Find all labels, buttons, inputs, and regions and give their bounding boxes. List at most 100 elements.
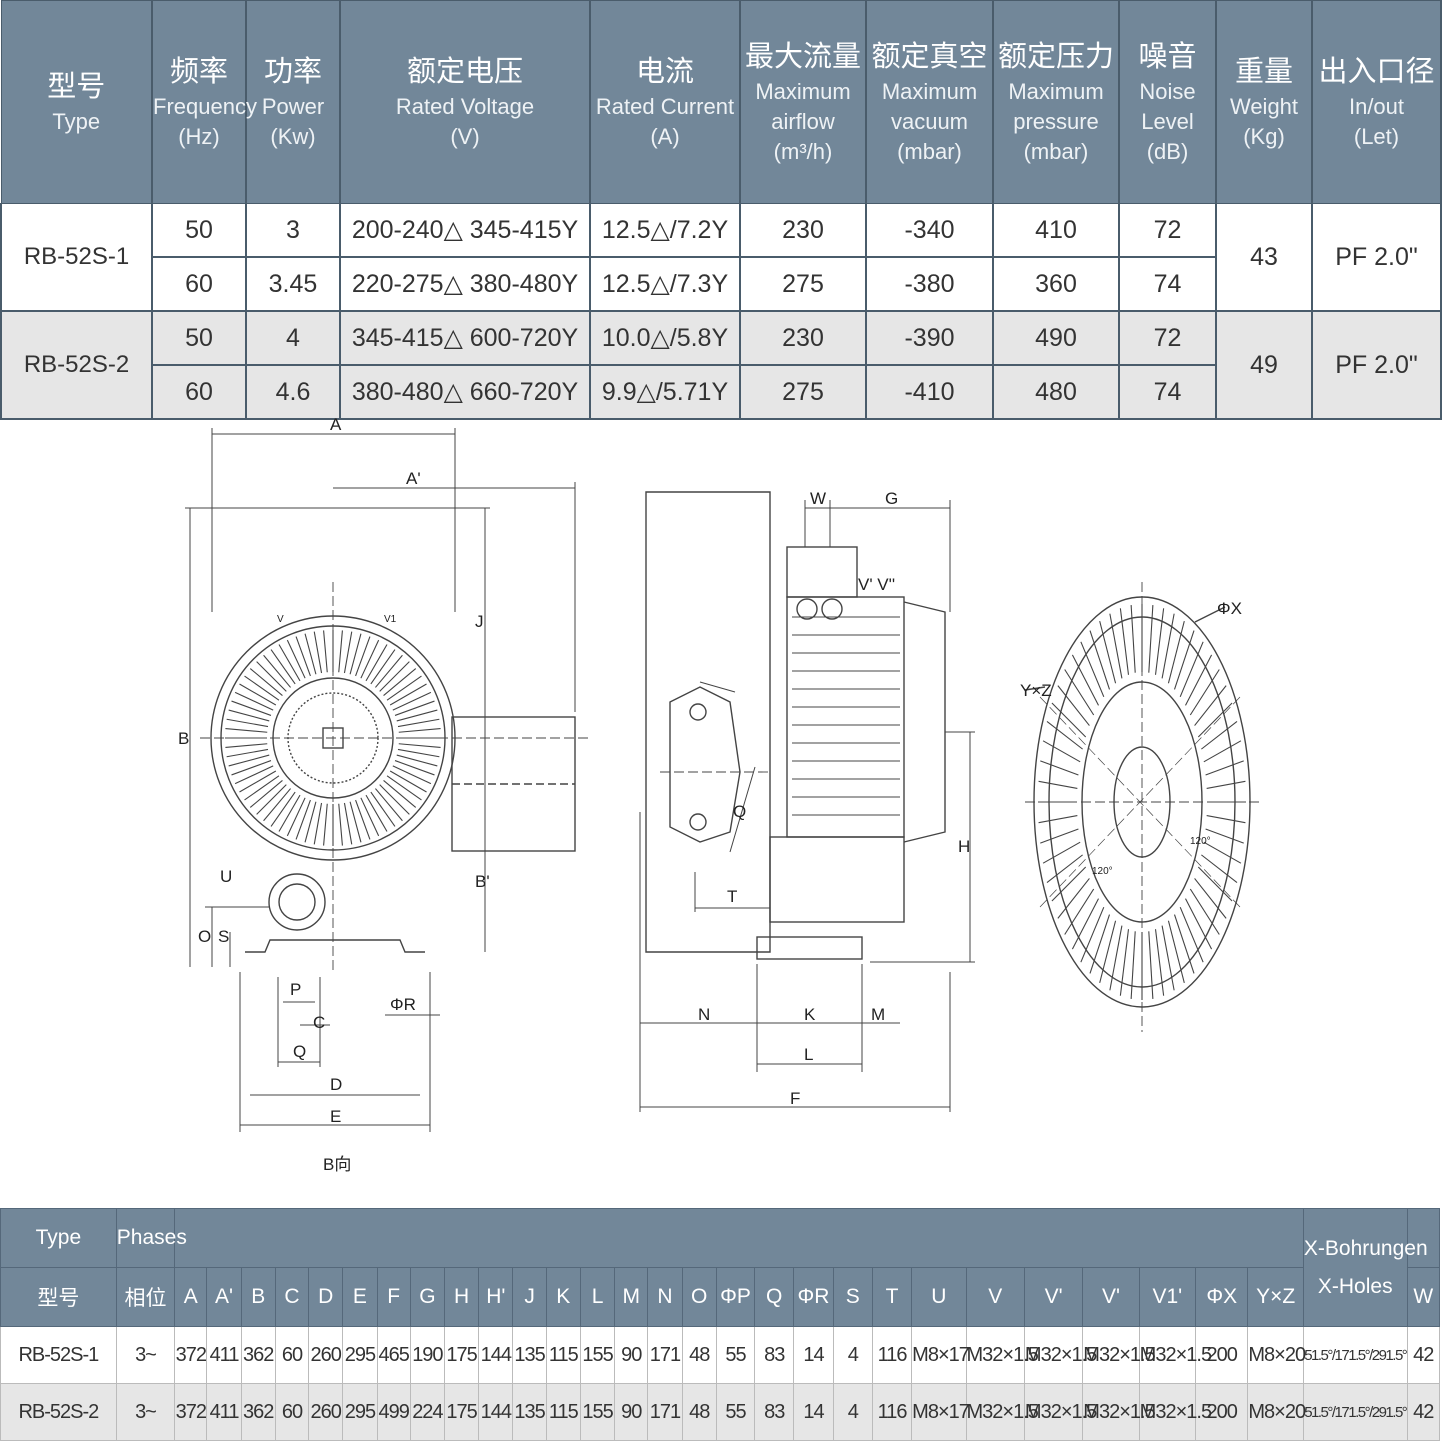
fin-line xyxy=(244,675,280,701)
dim-label-K: K xyxy=(804,1005,816,1024)
dim-value-cell: 465 xyxy=(376,1326,411,1384)
fin-line xyxy=(1064,669,1095,716)
front-view-drawing xyxy=(200,582,590,972)
dim-value-cell: 115 xyxy=(545,1326,581,1384)
fin-line xyxy=(270,649,296,685)
dim-value-cell: M32×1.5 xyxy=(965,1383,1039,1441)
dim-value-cell: 4 xyxy=(832,1383,873,1441)
dim-col-header: O xyxy=(681,1267,717,1327)
dim-value-cell: 155 xyxy=(579,1326,616,1384)
airflow-cell: 230 xyxy=(739,203,867,258)
dim-value-cell: 144 xyxy=(478,1383,514,1441)
dim-label-X: ΦX xyxy=(1217,599,1242,618)
vacuum-cell: -410 xyxy=(865,365,994,420)
dim-value-cell: 48 xyxy=(681,1383,717,1441)
power-cell: 4.6 xyxy=(245,365,341,420)
rear-view-drawing xyxy=(1024,582,1260,1032)
airflow-cell: 230 xyxy=(739,311,867,366)
dim-value-cell: 411 xyxy=(206,1383,242,1441)
voltage-cell: 345-415△ 600-720Y xyxy=(339,311,591,366)
fin-line xyxy=(1205,828,1244,844)
dim-col-header: A' xyxy=(206,1267,242,1327)
fin-line xyxy=(1161,925,1175,991)
dim-value-cell: M32×1.5 xyxy=(1082,1326,1156,1384)
fin-line xyxy=(1201,721,1238,750)
freq-cell: 50 xyxy=(151,311,247,366)
noise-cell: 72 xyxy=(1118,311,1217,366)
fin-line xyxy=(1189,669,1220,716)
dim-label-E: E xyxy=(330,1107,341,1126)
fin-line xyxy=(239,770,277,793)
dim-value-cell: M8×20 xyxy=(1247,1383,1306,1441)
dim-label-H: H xyxy=(958,837,970,856)
dim-col-header: C xyxy=(274,1267,310,1327)
dim-col-header: Q xyxy=(754,1267,795,1327)
fin-line xyxy=(304,801,317,843)
dim-label-T: T xyxy=(727,887,737,906)
dim-label-O: O xyxy=(198,927,211,946)
dim-col-header: Y×Z xyxy=(1247,1267,1304,1327)
fin-line xyxy=(1089,914,1111,974)
fin-line xyxy=(1205,760,1244,776)
fin-line xyxy=(1057,685,1090,726)
fin-line xyxy=(360,797,380,837)
dim-col-header: V' xyxy=(1082,1267,1140,1327)
fin-line xyxy=(389,770,427,793)
dim-value-cell: 171 xyxy=(647,1383,683,1441)
dim-value-cell: 115 xyxy=(545,1383,581,1441)
fin-line xyxy=(1161,613,1175,679)
drawings-svg: A A' B B' J U O S P C Q ΦR D E V V1 B向 W… xyxy=(178,415,1260,1174)
dim-value-cell: M32×1.5 xyxy=(1023,1383,1097,1441)
dim-value-cell: M8×17 xyxy=(911,1383,970,1441)
fin-line xyxy=(313,802,323,845)
fin-line xyxy=(1071,898,1099,950)
dim-label-A-prime: A' xyxy=(406,469,421,488)
dim-value-cell: 224 xyxy=(409,1383,446,1441)
dim-value-cell: 55 xyxy=(715,1326,756,1384)
dim-value-cell: 135 xyxy=(512,1326,547,1384)
fin-line xyxy=(370,791,396,827)
freq-cell: 60 xyxy=(151,365,247,420)
dim-label-V: V xyxy=(277,614,284,625)
dim-value-cell: 260 xyxy=(308,1326,344,1384)
fin-line xyxy=(249,780,283,808)
dim-label-F: F xyxy=(790,1089,800,1108)
dim-header-blank xyxy=(174,1208,1304,1268)
dim-col-header: L xyxy=(579,1267,616,1327)
dim-label-W: W xyxy=(810,489,826,508)
dim-value-cell: 295 xyxy=(342,1326,378,1384)
spec-row: RB-52S-1 50 3 200-240△ 345-415Y 12.5△/7.… xyxy=(0,203,1442,312)
fin-line xyxy=(338,630,343,673)
fin-line xyxy=(1038,815,1078,824)
fin-line xyxy=(398,728,441,733)
dim-col-header: V xyxy=(965,1267,1025,1327)
dim-w-cell: 42 xyxy=(1406,1326,1441,1384)
fin-line xyxy=(1130,605,1136,673)
fin-line xyxy=(375,788,403,822)
inout-cell: PF 2.0" xyxy=(1311,311,1442,420)
dim-value-cell: 171 xyxy=(647,1326,683,1384)
fin-line xyxy=(234,691,274,711)
fin-line xyxy=(379,661,410,692)
fin-line xyxy=(360,639,380,679)
dim-label-P: P xyxy=(290,980,301,999)
dim-value-cell: 155 xyxy=(579,1383,616,1441)
fin-line xyxy=(1203,841,1242,864)
fin-line xyxy=(1080,906,1105,963)
dim-col-header: ΦR xyxy=(793,1267,834,1327)
fin-line xyxy=(375,654,403,688)
dim-value-cell: 175 xyxy=(443,1383,480,1441)
fin-line xyxy=(1206,780,1246,789)
fin-line xyxy=(1179,906,1204,963)
pressure-cell: 490 xyxy=(992,311,1120,366)
fin-line xyxy=(1099,620,1117,684)
dim-xholes-cell: 51.5°/171.5°/291.5° xyxy=(1302,1326,1408,1384)
fin-line xyxy=(383,668,417,696)
